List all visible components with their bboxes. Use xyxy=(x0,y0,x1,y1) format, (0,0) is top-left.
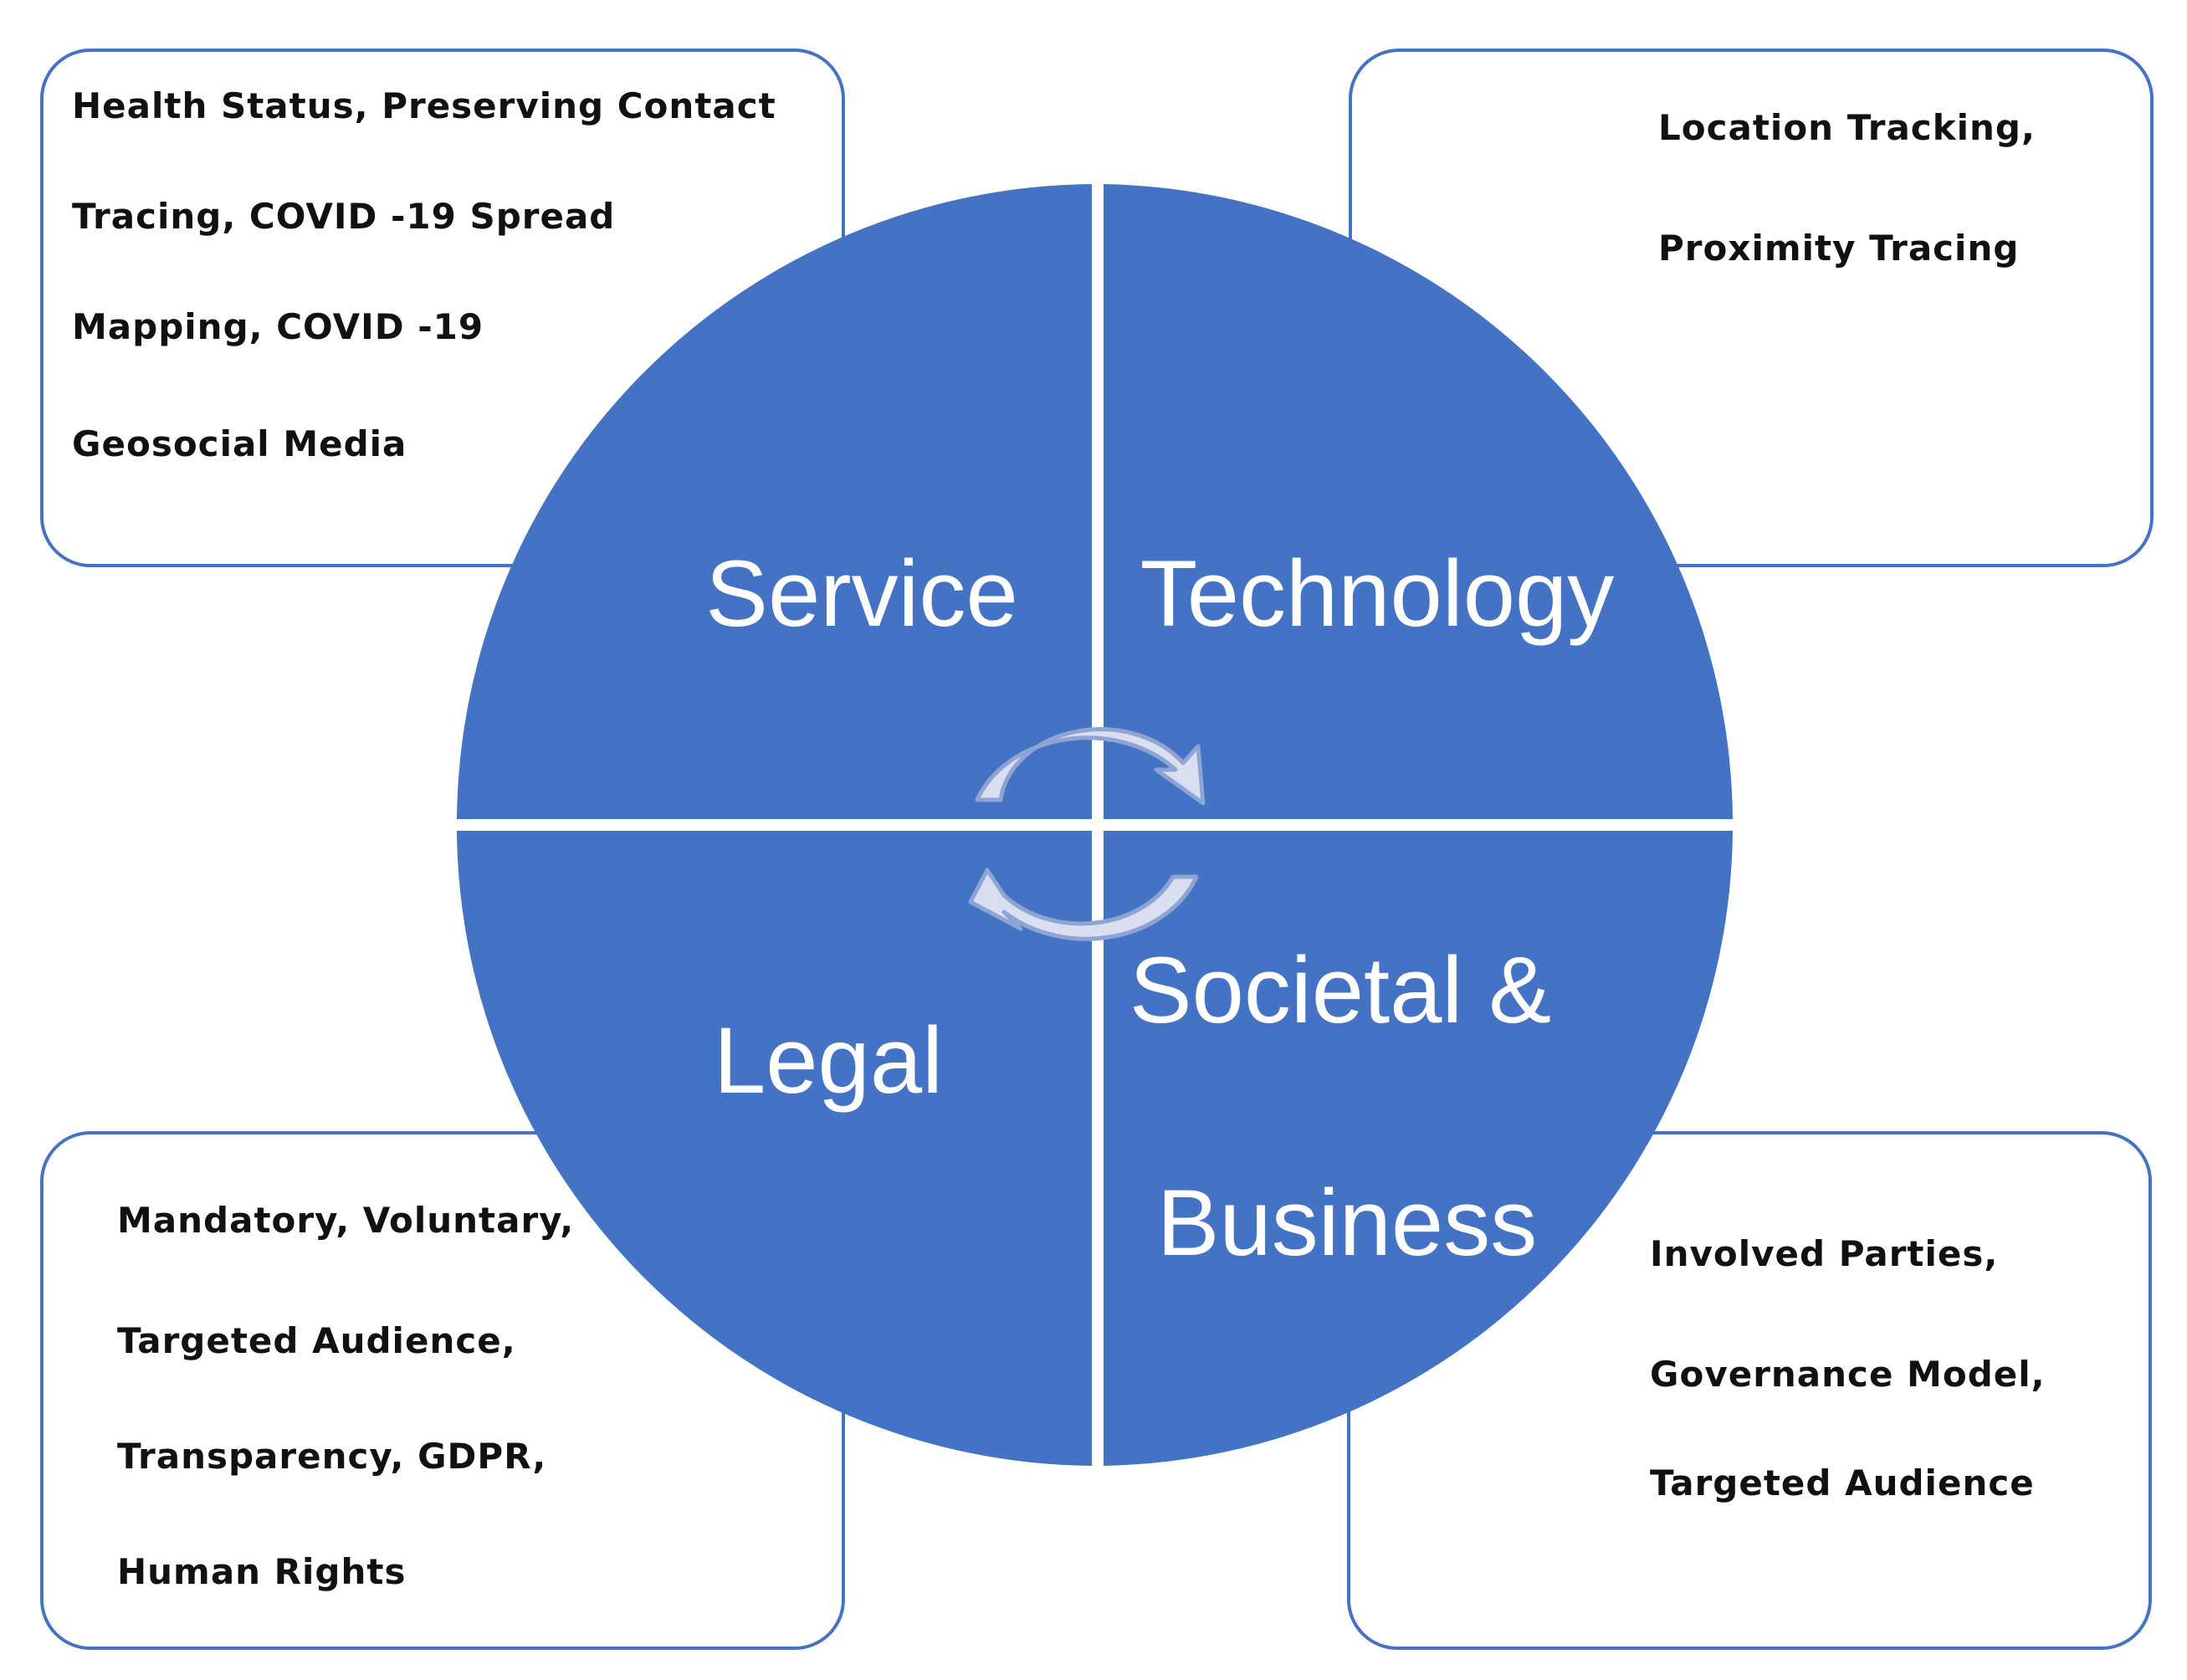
legal-quadrant xyxy=(457,831,1092,1466)
legal-detail-line: Human Rights xyxy=(117,1551,407,1592)
service-quadrant xyxy=(457,184,1092,819)
societal-label: Societal & xyxy=(1129,938,1551,1042)
circular-arrows-icon xyxy=(968,727,1206,941)
societal-business-detail-line: Involved Parties, xyxy=(1650,1233,1999,1274)
legal-detail-line: Transparency, GDPR, xyxy=(117,1436,547,1477)
technology-quadrant xyxy=(1104,184,1733,819)
technology-detail-line: Location Tracking, xyxy=(1658,107,2036,148)
legal-detail-line: Targeted Audience, xyxy=(117,1320,516,1361)
technology-detail-line: Proximity Tracing xyxy=(1658,228,2020,269)
service-detail-line: Health Status, Preserving Contact xyxy=(72,85,776,126)
legal-label: Legal xyxy=(714,1008,943,1113)
service-detail-line: Mapping, COVID -19 xyxy=(72,306,484,347)
lower-cycle-arrow-icon xyxy=(968,868,1199,941)
societal-business-detail-line: Targeted Audience xyxy=(1650,1462,2035,1503)
societal-business-detail-line: Governance Model, xyxy=(1650,1354,2046,1395)
technology-details-box: Location Tracking, Proximity Tracing xyxy=(1349,49,2154,567)
service-detail-line: Tracing, COVID -19 Spread xyxy=(72,196,616,237)
upper-cycle-arrow-icon xyxy=(975,727,1206,806)
service-detail-line: Geosocial Media xyxy=(72,423,407,464)
technology-label: Technology xyxy=(1140,541,1615,646)
service-details-box: Health Status, Preserving Contact Tracin… xyxy=(40,49,845,567)
service-label: Service xyxy=(705,541,1017,646)
legal-detail-line: Mandatory, Voluntary, xyxy=(117,1200,575,1241)
societal-business-quadrant xyxy=(1104,831,1733,1466)
business-label: Business xyxy=(1157,1170,1537,1275)
